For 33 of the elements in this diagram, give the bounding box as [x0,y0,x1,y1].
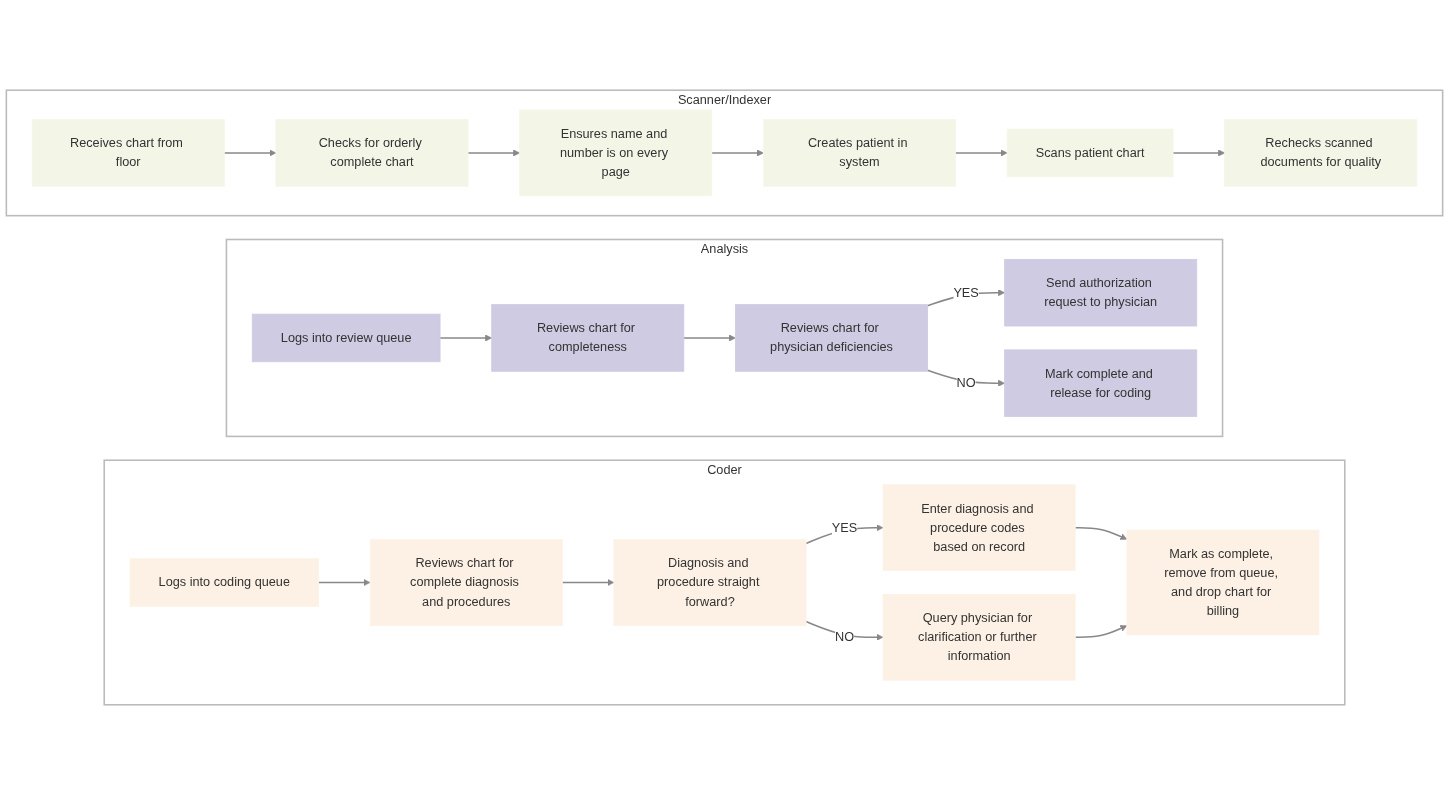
node-box: Reviews chart for completeness [491,304,685,372]
node-box: Reviews chart for physician deficiencies [735,304,928,372]
arrow [439,334,492,342]
edge-label: NO [956,376,976,390]
arrow [317,579,371,586]
arrow [1074,526,1128,540]
edge-label: YES [831,520,858,535]
arrow [467,149,520,157]
node-box: Ensures name and number is on every page [519,109,713,197]
node-box: Creates patient in system [763,119,956,187]
arrow [954,149,1008,157]
arrow [1074,625,1128,639]
node-box: Receives chart from floor [31,119,225,187]
node-box: Diagnosis and procedure straight forward? [613,539,807,626]
edge-label: NO [835,630,855,644]
node-box: Mark as complete, remove from queue, and drop chart for billing [1126,529,1320,636]
node-box: Rechecks scanned documents for quality [1224,119,1418,187]
node-box: Checks for orderly complete chart [275,119,469,187]
node-box: Query physician for clarification or further information [882,594,1076,681]
node-box: Send authorization request to physician [1004,258,1198,327]
node-box: Logs into review queue [251,313,441,363]
arrow [223,149,277,157]
arrow [561,579,615,586]
edge-label: YES [953,285,979,300]
arrow [1172,149,1225,157]
node-box: Reviews chart for complete diagnosis and procedures [369,539,563,626]
arrow [711,149,764,157]
arrow [805,620,884,641]
node-box: Mark complete and release for coding [1004,349,1198,417]
arrow [683,334,736,342]
node-box: Enter diagnosis and procedure codes based on record [882,484,1076,571]
node-box: Scans patient chart [1006,128,1174,178]
node-box: Logs into coding queue [129,558,319,607]
